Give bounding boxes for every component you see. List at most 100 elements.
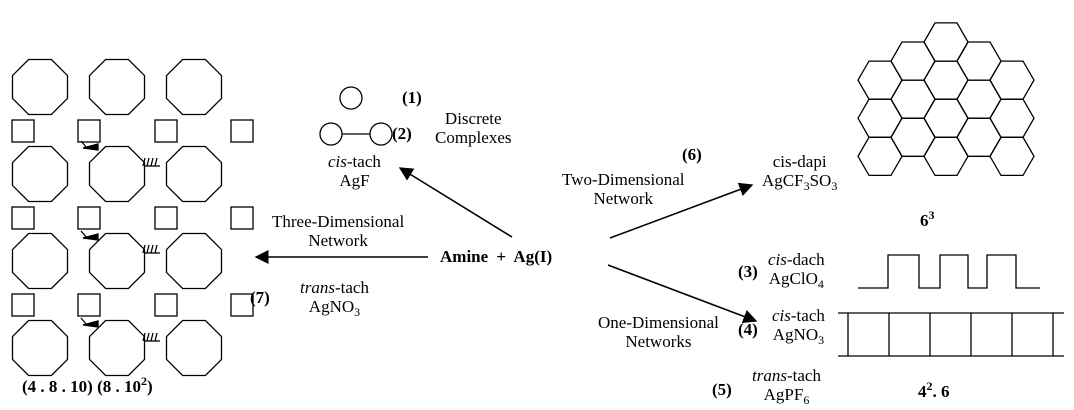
square-link xyxy=(77,119,101,143)
one-d-item-5-salt: AgPF6 xyxy=(763,385,810,407)
hexagon-ring xyxy=(890,79,936,119)
octagon-cage xyxy=(88,232,146,290)
octagon-cage xyxy=(165,58,223,116)
discrete-complex-2-circle-left xyxy=(319,122,343,146)
reactants: Amine + Ag(I) xyxy=(440,247,552,266)
one-d-label: One-Dimensional Networks xyxy=(598,313,719,351)
octagon-cage xyxy=(11,319,69,377)
three-d-network-squares xyxy=(11,119,254,317)
octagon-cage xyxy=(11,232,69,290)
three-d-salt: AgNO3 xyxy=(308,297,361,319)
three-d-label-line2: Network xyxy=(308,231,368,250)
one-d-label-line1: One-Dimensional xyxy=(598,313,719,332)
square-link xyxy=(154,293,178,317)
hexagon-ring xyxy=(857,136,903,177)
octagon-cage xyxy=(165,145,223,203)
square-link xyxy=(230,293,254,317)
square-link xyxy=(154,119,178,143)
discrete-label-line2: Complexes xyxy=(435,128,512,147)
octagon-cage xyxy=(11,145,69,203)
hashed-bond xyxy=(142,332,158,342)
hexagon-ring xyxy=(989,60,1035,100)
octagon-cage xyxy=(88,319,146,377)
hexagon-ring xyxy=(923,98,969,138)
hashed-bond xyxy=(142,157,158,167)
compound-number-6: (6) xyxy=(682,145,702,164)
compound-number-7: (7) xyxy=(250,288,270,307)
discrete-label-line1: Discrete xyxy=(444,109,502,128)
square-link xyxy=(154,206,178,230)
hexagon-ring xyxy=(857,98,903,138)
one-d-item-3: cis-dach AgClO4 xyxy=(768,250,825,294)
three-d-ligand: trans-tach xyxy=(300,278,369,297)
square-link xyxy=(11,293,35,317)
one-d-item-3-ligand: cis-dach xyxy=(768,250,825,269)
amine-label: Amine xyxy=(440,247,489,266)
two-d-ligand: cis-dapi xyxy=(772,152,827,171)
two-d-label: Two-Dimensional Network xyxy=(562,170,685,208)
hexagon-ring xyxy=(989,136,1035,177)
octagon-cage xyxy=(88,58,146,116)
three-d-network-wedge-bonds xyxy=(80,140,160,342)
hexagon-ring xyxy=(890,117,936,157)
hexagon-ring xyxy=(923,136,969,177)
hexagon-ring xyxy=(956,41,1002,81)
one-d-item-3-salt: AgClO4 xyxy=(768,269,824,291)
three-d-network-octagons xyxy=(11,58,223,377)
two-d-label-line2: Network xyxy=(593,189,653,208)
discrete-ligand-salt: cis-tach AgF xyxy=(328,152,381,190)
octagon-cage xyxy=(88,145,146,203)
hashed-bond xyxy=(142,244,158,254)
one-d-item-5: trans-tach AgPF6 xyxy=(752,366,821,410)
square-link xyxy=(77,293,101,317)
plus-sign: + xyxy=(496,247,507,266)
octagon-cage xyxy=(11,58,69,116)
two-d-ligand-salt: cis-dapi AgCF3SO3 xyxy=(762,152,837,196)
hexagon-ring xyxy=(956,117,1002,157)
one-d-ladder-network xyxy=(838,312,1064,357)
three-d-label: Three-Dimensional Network xyxy=(272,212,404,250)
wedge-bond xyxy=(82,320,99,328)
silver-label: Ag(I) xyxy=(513,247,553,266)
one-d-label-line2: Networks xyxy=(625,332,692,351)
wedge-bond xyxy=(82,143,99,151)
square-link xyxy=(230,119,254,143)
one-d-item-5-ligand: trans-tach xyxy=(752,366,821,385)
hexagon-ring xyxy=(923,22,969,62)
arrow-two-dimensional xyxy=(609,182,754,239)
one-d-item-4-salt: AgNO3 xyxy=(772,325,825,347)
one-d-topology: 42. 6 xyxy=(918,379,950,401)
compound-number-4: (4) xyxy=(738,320,758,339)
compound-number-3: (3) xyxy=(738,262,758,281)
compound-number-2: (2) xyxy=(392,124,412,143)
square-link xyxy=(230,206,254,230)
two-d-topology: 63 xyxy=(920,208,935,230)
discrete-ligand: cis-tach xyxy=(328,152,381,171)
hexagon-ring xyxy=(989,98,1035,138)
three-d-topology: (4 . 8 . 10) (8 . 102) xyxy=(22,374,153,396)
octagon-cage xyxy=(165,319,223,377)
three-d-ligand-salt: trans-tach AgNO3 xyxy=(300,278,369,322)
discrete-label: Discrete Complexes xyxy=(435,109,512,147)
square-link xyxy=(11,119,35,143)
one-d-item-4: cis-tach AgNO3 xyxy=(772,306,825,350)
octagon-cage xyxy=(165,232,223,290)
hexagon-ring xyxy=(857,60,903,100)
three-d-label-line1: Three-Dimensional xyxy=(272,212,405,231)
one-d-square-wave-chain xyxy=(858,254,1040,289)
two-d-salt: AgCF3SO3 xyxy=(762,171,838,193)
discrete-complex-2-circle-right xyxy=(369,122,393,146)
compound-number-1: (1) xyxy=(402,88,422,107)
two-d-label-line1: Two-Dimensional xyxy=(562,170,685,189)
hexagon-ring xyxy=(890,41,936,81)
discrete-salt: AgF xyxy=(339,171,370,190)
compound-number-5: (5) xyxy=(712,380,732,399)
square-link xyxy=(77,206,101,230)
arrow-one-dimensional xyxy=(607,264,758,324)
wedge-bond xyxy=(82,233,99,241)
hexagon-ring xyxy=(923,60,969,100)
square-link xyxy=(11,206,35,230)
discrete-complex-1-circle xyxy=(339,86,363,110)
arrow-discrete-complexes xyxy=(398,167,513,238)
